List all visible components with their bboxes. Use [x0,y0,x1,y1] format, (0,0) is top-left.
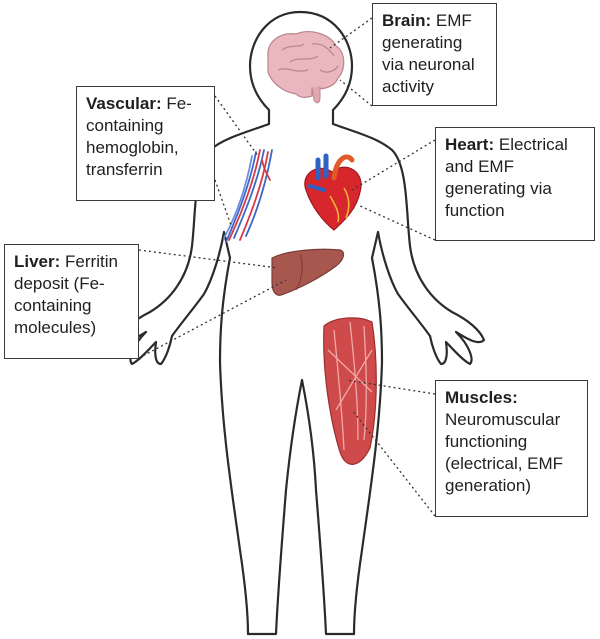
leader-liver-upper [138,249,279,269]
leader-vascular-upper [214,95,259,157]
leader-heart-lower [359,205,436,241]
muscles-callout-title: Muscles: [445,388,518,407]
heart-callout-title: Heart: [445,135,495,154]
brain-callout-title: Brain: [382,11,432,30]
vessels-illustration [223,149,273,243]
liver-illustration [271,248,345,296]
liver-callout: Liver: Ferritin deposit (Fe-containing m… [4,244,139,359]
leader-vascular-lower [214,179,233,229]
liver-callout-title: Liver: [14,252,61,271]
liver-callout-text: Ferritin deposit (Fe-containing molecule… [14,252,118,337]
leader-brain-lower [339,79,373,107]
leader-lines [138,17,436,517]
muscle-illustration [323,317,377,465]
brain-callout: Brain: EMF generating via neuronal activ… [372,3,497,106]
leader-heart-upper [351,139,436,191]
leader-muscle-upper [345,379,436,395]
vascular-callout-title: Vascular: [86,94,162,113]
muscles-callout-text: Neuromuscular functioning (electrical, E… [445,410,564,495]
vascular-callout: Vascular: Fe-containing hemoglobin, tran… [76,86,215,201]
heart-illustration [304,153,362,231]
brain-illustration [267,31,345,104]
brain-callout-text: EMF generating via neuronal activity [382,11,475,96]
muscles-callout: Muscles: Neuromuscular functioning (elec… [435,380,588,517]
vascular-callout-text: Fe-containing hemoglobin, transferrin [86,94,192,179]
leader-brain-upper [329,17,373,49]
heart-callout: Heart: Electrical and EMF generating via… [435,127,595,241]
heart-callout-text: Electrical and EMF generating via functi… [445,135,568,220]
